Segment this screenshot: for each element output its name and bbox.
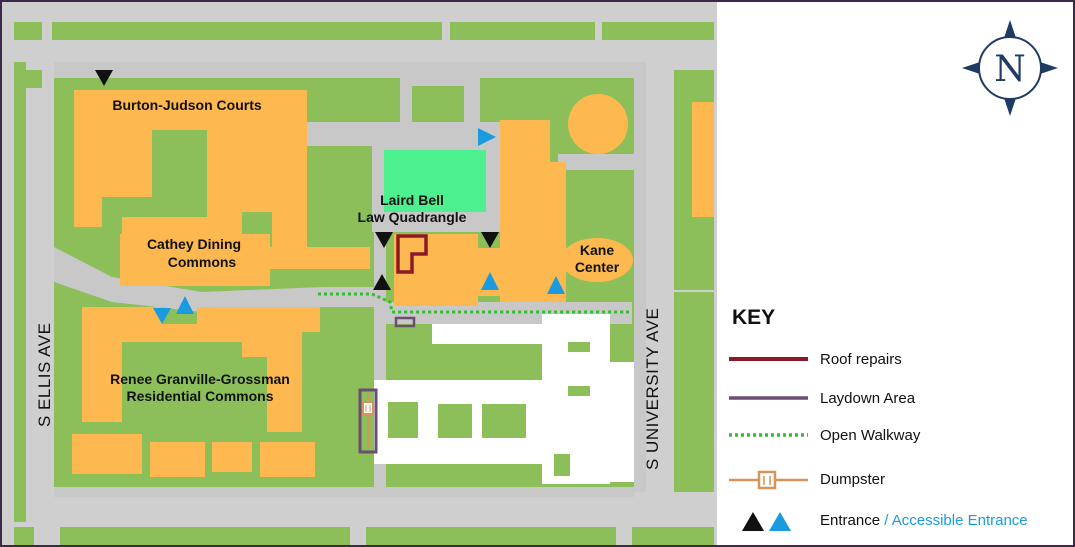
east-lawn-lower: [674, 292, 714, 492]
label-laird-line2: Law Quadrangle: [358, 209, 467, 225]
map-legend: KEY Roof repairs Laydown Area Open Walkw…: [729, 302, 1069, 542]
legend-label-entrance: Entrance / Accessible Entrance: [820, 512, 1028, 529]
legend-entrance-text: Entrance: [820, 512, 881, 529]
legend-accessible-text: Accessible Entrance: [891, 512, 1028, 529]
label-burton-judson: Burton-Judson Courts: [112, 97, 262, 113]
compass-letter: N: [994, 49, 1026, 90]
renee-granville-grossman-building: [72, 307, 320, 477]
kane-center-building: [500, 94, 633, 302]
white-building-lawns: [388, 342, 590, 476]
label-cathey-line1: Cathey Dining: [147, 236, 241, 252]
label-laird-line1: Laird Bell: [380, 192, 444, 208]
label-kane-line1: Kane: [580, 242, 614, 258]
entrance-marker: [375, 232, 393, 248]
entrance-markers: [95, 70, 499, 290]
open-walkway: [318, 292, 632, 314]
label-renee-line1: Renee Granville-Grossman: [110, 371, 290, 387]
legend-title: KEY: [732, 306, 776, 329]
laydown-area-swatch: [729, 396, 808, 400]
label-renee-line2: Residential Commons: [126, 388, 273, 404]
legend-label-roof: Roof repairs: [820, 351, 902, 368]
open-walkway-swatch: [729, 433, 808, 437]
legend-row-walkway: Open Walkway: [729, 424, 1069, 448]
legend-row-dumpster: Dumpster: [729, 468, 1069, 492]
laird-bell-building: [394, 234, 502, 306]
accessible-entrance-marker: [481, 272, 499, 290]
legend-label-walkway: Open Walkway: [820, 427, 921, 444]
dumpster-swatch: [729, 470, 808, 490]
dumpster-icon: [362, 394, 374, 448]
roof-repairs-outline: [396, 234, 428, 274]
legend-label-dumpster: Dumpster: [820, 471, 886, 488]
label-cathey-line2: Commons: [168, 254, 237, 270]
accessible-entrance-marker: [547, 276, 565, 294]
entrance-marker: [481, 232, 499, 248]
street-label-university: S UNIVERSITY AVE: [643, 308, 662, 470]
quadrangle-lawn: [384, 150, 486, 212]
legend-row-entrance: Entrance / Accessible Entrance: [729, 509, 1069, 533]
legend-separator: /: [880, 512, 892, 529]
accessible-entrance-marker: [176, 296, 194, 314]
legend-row-laydown: Laydown Area: [729, 387, 1069, 411]
accessible-triangle-icon: [769, 512, 791, 531]
legend-label-laydown: Laydown Area: [820, 390, 916, 407]
accessible-entrance-marker: [478, 128, 496, 146]
entrance-marker: [95, 70, 113, 86]
entrance-swatch: [742, 512, 791, 531]
entrance-marker: [373, 274, 391, 290]
cathey-dining-building: [120, 234, 370, 286]
roof-repairs-swatch: [729, 357, 808, 361]
legend-row-roof: Roof repairs: [729, 348, 1069, 372]
bottom-lawns: [14, 527, 714, 545]
accessible-entrance-marker: [153, 308, 171, 324]
paths: [54, 62, 646, 497]
top-lawns: [14, 22, 714, 40]
accessible-entrance-markers: [153, 128, 565, 324]
laydown-area-west: [358, 388, 378, 454]
street-label-ellis: S ELLIS AVE: [35, 323, 54, 427]
east-building: [692, 102, 714, 217]
label-kane-line2: Center: [575, 259, 620, 275]
laydown-area-small: [394, 316, 416, 328]
entrance-triangle-icon: [742, 512, 764, 531]
left-lawns: [14, 62, 42, 522]
north-arrow-icon: N: [962, 20, 1058, 116]
